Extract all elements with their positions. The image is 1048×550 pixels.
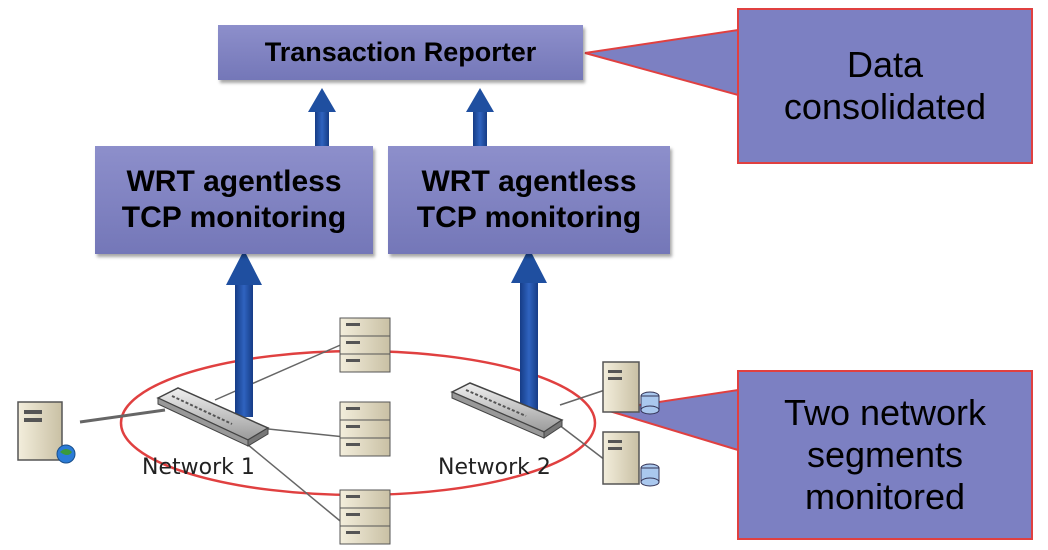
database-server-icon: [602, 431, 660, 487]
monitor-box-line2: TCP monitoring: [416, 201, 642, 234]
monitor-box-line2: TCP monitoring: [121, 201, 347, 234]
callout-line3: monitored: [804, 476, 966, 517]
arrow-network1-to-monitor: [226, 250, 262, 417]
network-1-label: Network 1: [142, 455, 255, 480]
monitor-box-line1: WRT agentless: [126, 165, 342, 198]
network-2-label: Network 2: [438, 455, 551, 480]
arrow-monitor1-to-reporter: [308, 88, 336, 146]
network-switch-2: [450, 382, 564, 439]
monitor-box-line1: WRT agentless: [421, 165, 637, 198]
transaction-reporter-label: Transaction Reporter: [264, 37, 537, 67]
callout-line1: Data: [846, 44, 924, 85]
server-stack-icon: [339, 401, 391, 457]
callout-line1: Two network: [783, 392, 987, 433]
callout-line2: consolidated: [783, 86, 987, 127]
workstation-icon: [17, 401, 76, 464]
server-stack-icon: [339, 317, 391, 373]
transaction-reporter-box: Transaction Reporter: [218, 25, 583, 80]
monitor-box-2: WRT agentless TCP monitoring: [388, 146, 670, 254]
network-switch-1: [156, 387, 270, 447]
callout-pointer-data: [584, 28, 739, 97]
callout-segments-monitored: Two network segments monitored: [737, 370, 1033, 540]
arrow-network2-to-monitor: [511, 248, 547, 410]
arrow-monitor2-to-reporter: [466, 88, 494, 146]
callout-data-consolidated: Data consolidated: [737, 8, 1033, 164]
monitor-box-1: WRT agentless TCP monitoring: [95, 146, 373, 254]
callout-line2: segments: [806, 434, 964, 475]
database-server-icon: [602, 361, 660, 415]
server-stack-icon: [339, 489, 391, 545]
